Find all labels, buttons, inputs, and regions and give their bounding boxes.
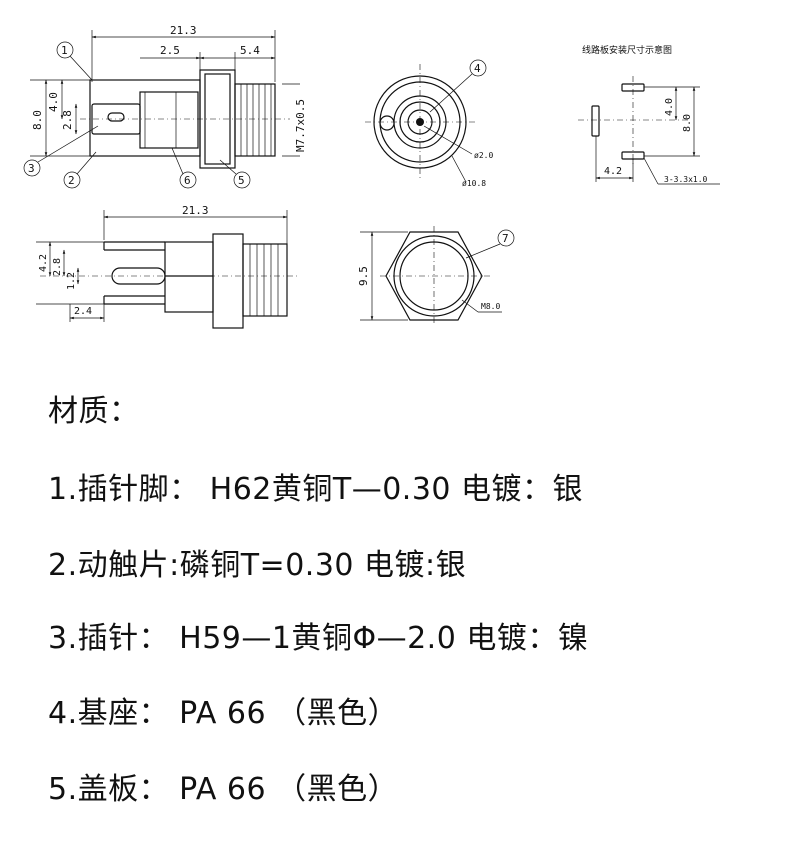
- dim-height: 8.0: [31, 110, 44, 130]
- callout-3: 3: [23, 125, 99, 177]
- hex-view: 9.5 7 M8.0: [357, 226, 515, 326]
- bottom-dim-h4: 2.4: [74, 306, 92, 317]
- svg-text:2: 2: [68, 174, 75, 187]
- bottom-dim-total-length: 21.3: [182, 204, 209, 217]
- dim-offset-a: 2.5: [160, 44, 180, 57]
- dim-upper: 4.0: [47, 92, 60, 112]
- material-item-4: 4.基座： PA 66 （黑色）: [48, 696, 399, 731]
- svg-text:1: 1: [61, 44, 68, 57]
- pcb-layout: 线路板安装尺寸示意图 4.0 8.0 4.2 3-3.3x1.0: [578, 44, 720, 185]
- callout-7: 7: [465, 229, 515, 259]
- side-view: 21.3 2.5 5.4 8.0 4.0 2.8 M7.7x0.5 1 3: [23, 24, 307, 189]
- material-item-2: 2.动触片:磷铜T=0.30 电镀:银: [48, 548, 467, 583]
- bottom-dim-h1: 4.2: [38, 254, 49, 272]
- thread-lines: [240, 84, 272, 156]
- material-item-1: 1.插针脚： H62黄铜T—0.30 电镀：银: [48, 472, 584, 507]
- technical-drawing: 21.3 2.5 5.4 8.0 4.0 2.8 M7.7x0.5 1 3: [23, 24, 720, 329]
- callout-6: 6: [171, 147, 197, 189]
- bottom-thread-lines: [249, 244, 279, 316]
- callout-4: 4: [429, 59, 487, 113]
- callout-5: 5: [219, 159, 251, 189]
- hex-dim-across-flats: 9.5: [357, 266, 370, 286]
- dim-pin-dia: ø2.0: [474, 151, 493, 160]
- svg-text:5: 5: [238, 174, 245, 187]
- dim-outer-dia: ø10.8: [462, 179, 486, 188]
- material-item-5: 5.盖板： PA 66 （黑色）: [48, 772, 399, 807]
- front-view: 4 ø2.0 ø10.8: [365, 59, 493, 188]
- materials-heading: 材质：: [48, 394, 140, 429]
- callout-2: 2: [63, 151, 97, 189]
- pcb-dim-a: 4.0: [664, 98, 675, 116]
- dim-total-length: 21.3: [170, 24, 197, 37]
- hex-dim-nut: M8.0: [481, 302, 500, 311]
- svg-text:3: 3: [28, 162, 35, 175]
- pcb-dim-b: 8.0: [682, 114, 693, 132]
- callout-1: 1: [56, 41, 93, 81]
- svg-text:6: 6: [184, 174, 191, 187]
- bottom-dim-h3: 1.2: [66, 272, 77, 290]
- svg-text:4: 4: [474, 62, 481, 75]
- pcb-dim-slots: 3-3.3x1.0: [664, 175, 708, 184]
- dim-pin: 2.8: [61, 110, 74, 130]
- bottom-dim-h2: 2.8: [52, 258, 63, 276]
- dim-thread: M7.7x0.5: [294, 99, 307, 152]
- dim-offset-b: 5.4: [240, 44, 260, 57]
- material-item-3: 3.插针： H59—1黄铜Φ—2.0 电镀：镍: [48, 621, 589, 656]
- svg-text:7: 7: [502, 232, 509, 245]
- bottom-view: 21.3 4.2 2.8 1.2 2.4: [36, 204, 300, 329]
- pcb-layout-title: 线路板安装尺寸示意图: [582, 44, 672, 56]
- pcb-dim-c: 4.2: [604, 166, 622, 177]
